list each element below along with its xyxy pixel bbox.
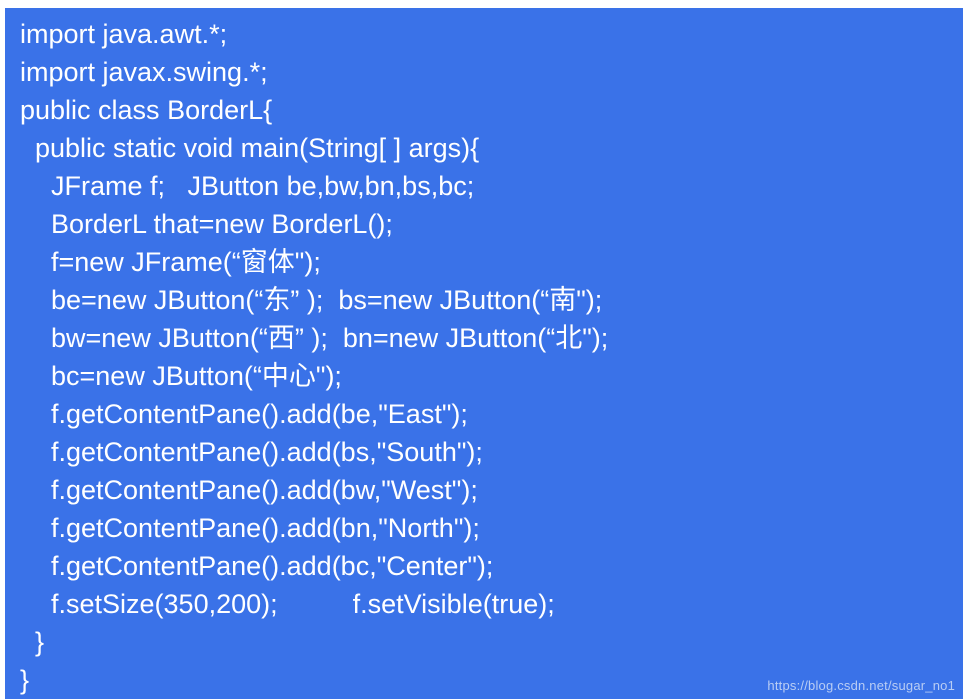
code-line: public static void main(String[ ] args){ (35, 133, 480, 163)
code-slide-panel: import java.awt.*; import javax.swing.*; p… (5, 8, 963, 699)
code-line: f.getContentPane().add(be,"East"); (51, 399, 468, 429)
code-line: f.getContentPane().add(bn,"North"); (51, 513, 480, 543)
code-line: BorderL that=new BorderL(); (51, 209, 393, 239)
code-line: public class BorderL{ (20, 95, 273, 125)
code-line: f=new JFrame(“窗体"); (51, 247, 321, 277)
watermark-url: https://blog.csdn.net/sugar_no1 (767, 678, 955, 693)
code-line: } (35, 627, 45, 657)
code-line: f.setSize(350,200); f.setVisible(true); (51, 589, 555, 619)
java-code-block: import java.awt.*; import javax.swing.*; p… (5, 8, 963, 699)
code-line: JFrame f; JButton be,bw,bn,bs,bc; (51, 171, 475, 201)
code-line: import javax.swing.*; (20, 57, 268, 87)
code-line: f.getContentPane().add(bs,"South"); (51, 437, 483, 467)
code-line: be=new JButton(“东” ); bs=new JButton(“南"… (51, 285, 603, 315)
code-line: bc=new JButton(“中心"); (51, 361, 342, 391)
code-line: f.getContentPane().add(bc,"Center"); (51, 551, 494, 581)
code-line: bw=new JButton(“西” ); bn=new JButton(“北"… (51, 323, 609, 353)
code-line: f.getContentPane().add(bw,"West"); (51, 475, 478, 505)
code-line: } (20, 665, 30, 695)
code-line: import java.awt.*; (20, 19, 228, 49)
